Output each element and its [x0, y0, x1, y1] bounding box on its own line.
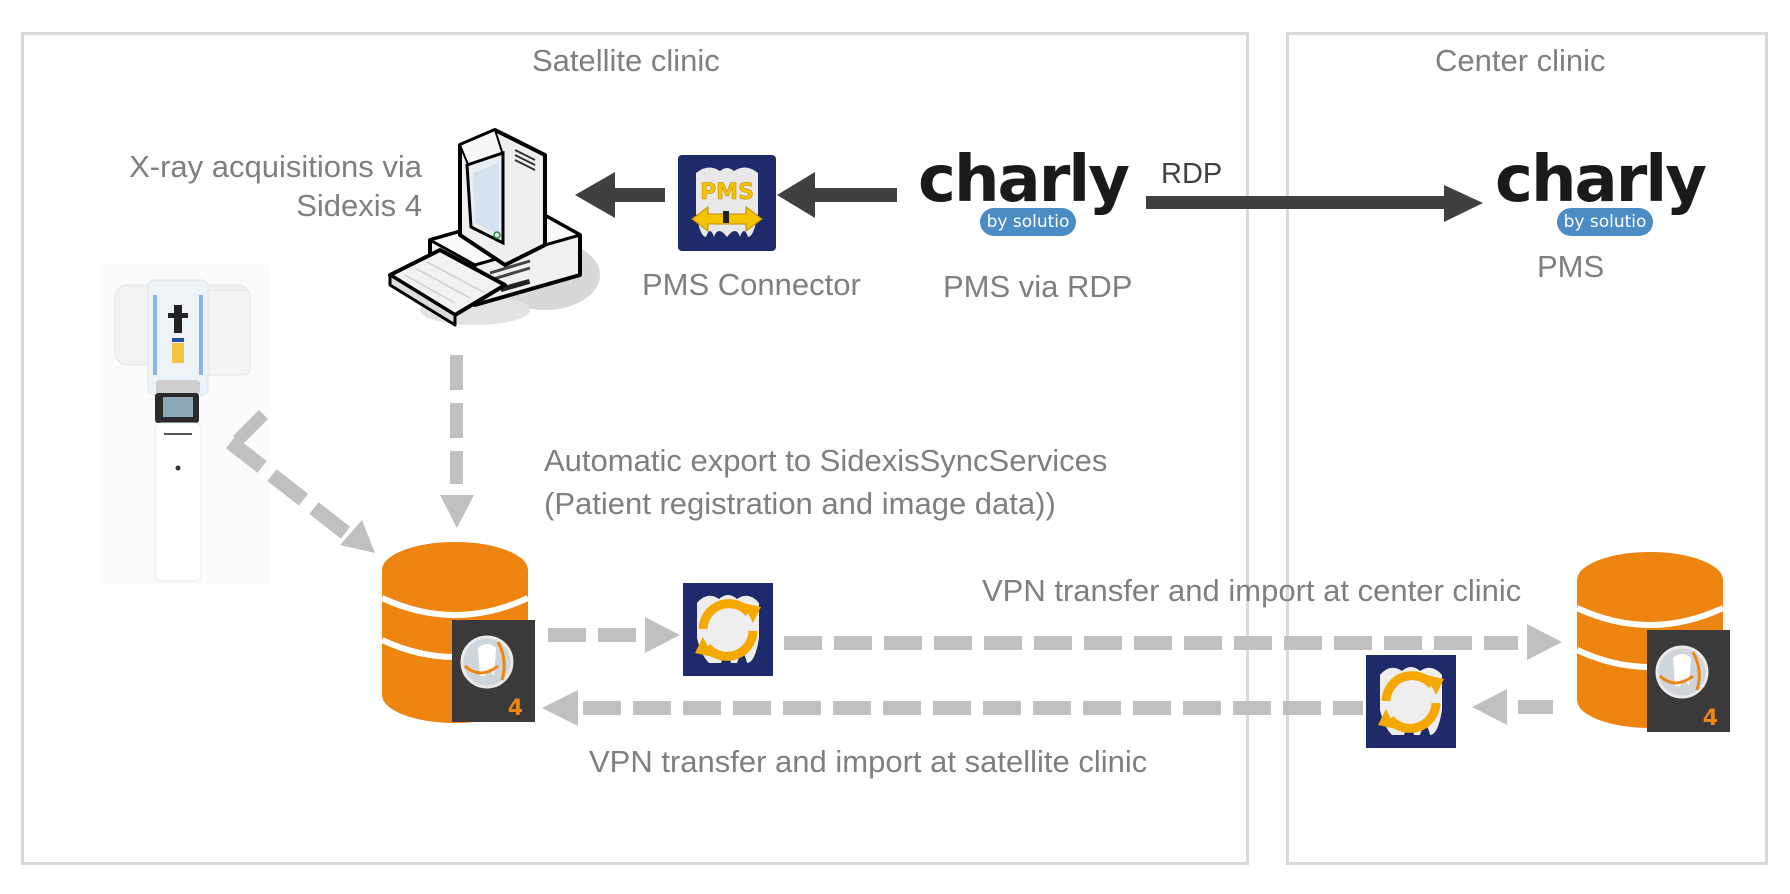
database-to-sync-arrow [548, 617, 680, 653]
charly-wordmark: charly [1495, 143, 1707, 217]
xray-acquisition-label: X-ray acquisitions via Sidexis 4 [110, 148, 422, 224]
pms-to-computer-arrow [575, 172, 665, 218]
sidexis-badge: 4 [452, 620, 535, 722]
workstation-computer-icon [388, 128, 600, 327]
center-database-icon: 4 [1575, 552, 1730, 732]
rdp-arrow [1146, 185, 1483, 222]
xray-acquisition-line1: X-ray acquisitions via [129, 149, 422, 184]
satellite-clinic-region [21, 32, 1249, 865]
charly-wordmark: charly [918, 143, 1130, 217]
pms-connector-label: PMS Connector [642, 267, 861, 302]
charly-to-pms-connector-arrow [777, 172, 897, 218]
auto-export-line2: (Patient registration and image data)) [544, 486, 1056, 522]
charly-tagline: by solutio [1557, 208, 1653, 236]
sidexis-sync-satellite-icon [683, 583, 773, 676]
computer-to-database-arrow [440, 355, 474, 528]
center-clinic-title: Center clinic [1435, 43, 1606, 78]
sidexis-version: 4 [1703, 706, 1718, 731]
xray-device-to-database-arrow [225, 410, 375, 553]
charly-tagline: by solutio [980, 208, 1076, 236]
sidexis-badge: 4 [1647, 630, 1730, 732]
vpn-to-satellite-label: VPN transfer and import at satellite cli… [589, 744, 1148, 779]
sidexis-sync-center-icon [1366, 655, 1456, 748]
center-pms-label: PMS [1537, 249, 1605, 284]
auto-export-line1: Automatic export to SidexisSyncServices [544, 443, 1108, 478]
pms-via-rdp-label: PMS via RDP [943, 269, 1133, 304]
xray-device-icon [100, 265, 270, 585]
sync-to-center-database-arrow [784, 624, 1562, 660]
center-database-to-sync-arrow [1472, 689, 1553, 725]
sync-to-satellite-database-arrow [542, 690, 1363, 726]
pms-connector-icon: PMS [678, 155, 776, 251]
charly-logo-satellite: charly by solutio [918, 148, 1130, 240]
auto-export-label: Automatic export to SidexisSyncServices … [544, 442, 1107, 522]
satellite-clinic-title: Satellite clinic [532, 43, 720, 78]
rdp-label: RDP [1161, 158, 1223, 190]
center-clinic-region [1286, 32, 1768, 865]
charly-logo-center: charly by solutio [1495, 148, 1707, 240]
sidexis-version: 4 [508, 696, 523, 721]
pms-connector-icon-text: PMS [700, 180, 754, 205]
vpn-to-center-label: VPN transfer and import at center clinic [982, 573, 1522, 608]
xray-acquisition-line2: Sidexis 4 [296, 188, 422, 224]
satellite-database-icon: 4 [380, 542, 535, 723]
